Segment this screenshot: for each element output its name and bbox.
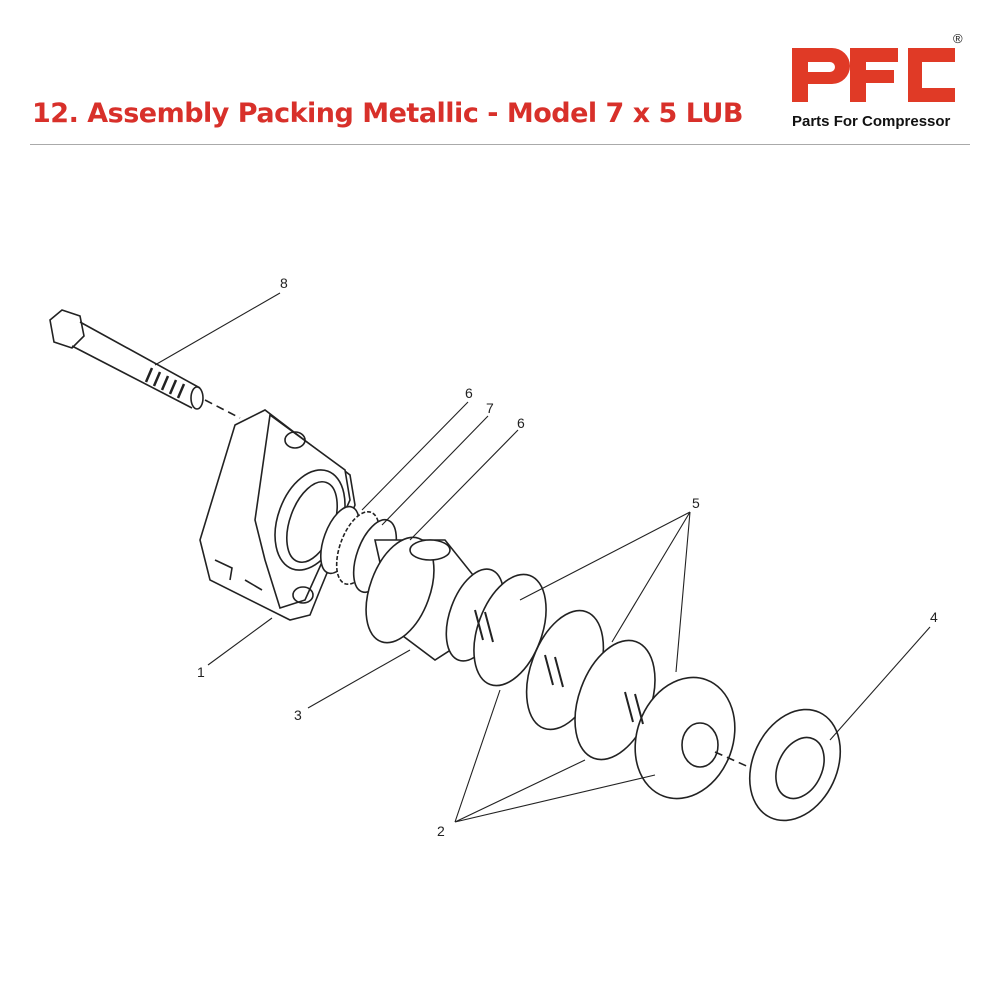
callout-7: 7 (486, 400, 494, 416)
leader-8 (154, 292, 281, 366)
callout-1: 1 (197, 664, 205, 680)
leader-4 (829, 626, 931, 741)
packing-case-part-3 (365, 536, 507, 662)
leader-7 (381, 415, 489, 526)
page-title: 12. Assembly Packing Metallic - Model 7 … (32, 98, 743, 129)
callout-3: 3 (294, 707, 302, 723)
callout-8: 8 (280, 275, 288, 291)
logo-tagline: Parts For Compressor (792, 113, 951, 130)
leader-6a (361, 401, 469, 511)
registered-mark: ® (953, 31, 963, 46)
callout-6-lower: 6 (517, 415, 525, 431)
header-divider (30, 144, 970, 145)
callout-4: 4 (930, 609, 938, 625)
leader-3 (307, 649, 411, 709)
washer-part-4 (748, 708, 842, 822)
cups-parts-5-2 (473, 573, 761, 800)
bolt-part-8 (49, 309, 241, 419)
leader-6b (409, 429, 519, 541)
leader-5 (519, 511, 691, 673)
callout-6-upper: 6 (465, 385, 473, 401)
callout-5: 5 (692, 495, 700, 511)
callout-2: 2 (437, 823, 445, 839)
leader-1 (207, 617, 273, 666)
flange-part-1 (199, 409, 356, 621)
leader-2 (454, 689, 656, 823)
pfc-logo (792, 48, 955, 102)
